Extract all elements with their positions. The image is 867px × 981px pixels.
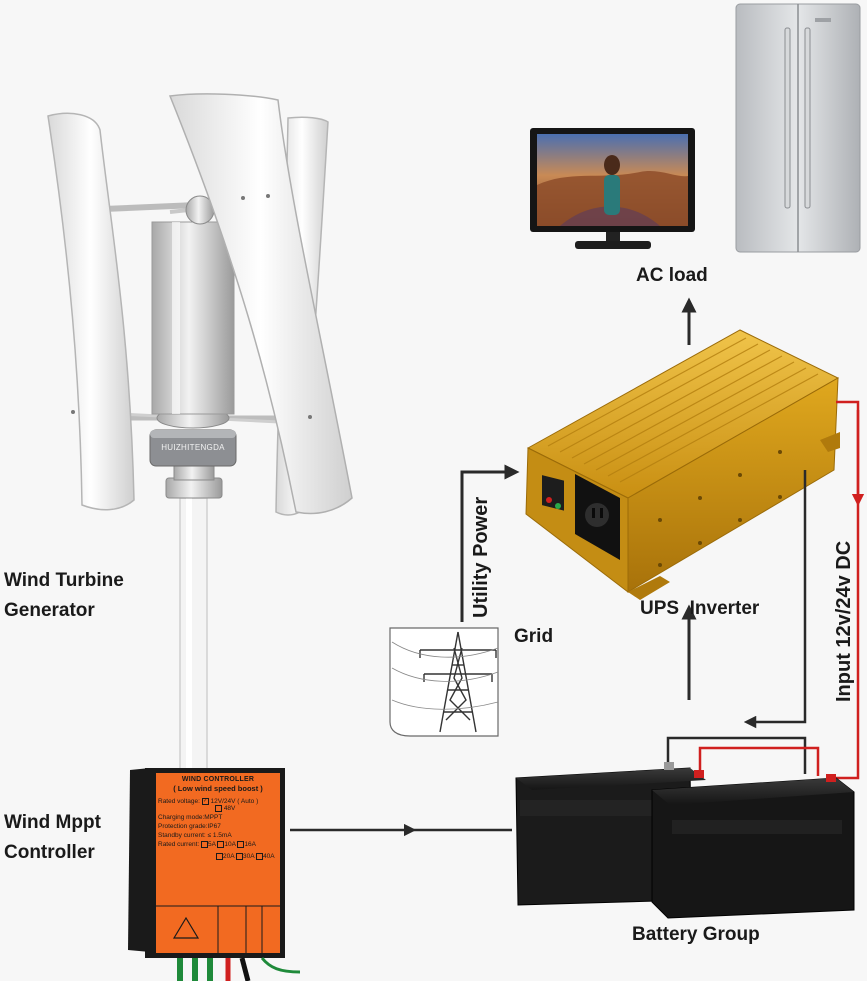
current-option: 40A: [263, 852, 275, 860]
label-utility-power: Utility Power: [470, 496, 492, 618]
current-box: [256, 852, 264, 860]
rated-voltage-label: Rated voltage:: [158, 798, 200, 806]
current-box: [217, 841, 225, 849]
controller-title: WIND CONTROLLER: [181, 776, 255, 783]
voltage-checkbox-2: [215, 805, 222, 813]
rated-current-row-1: Rated current: 5A 10A 16A: [158, 841, 278, 849]
protection-grade: Protection grade:IP67: [158, 823, 221, 831]
label-battery-group: Battery Group: [632, 924, 760, 945]
charging-mode: Charging mode:MPPT: [158, 814, 223, 822]
label-wind-turbine: Wind Turbine: [4, 570, 124, 591]
refrigerator: [735, 3, 861, 253]
current-box: [216, 852, 223, 860]
ups-inverter: [525, 329, 840, 600]
label-ups-inverter: UPS Inverter: [640, 598, 760, 619]
arrow-utility-power: [460, 464, 520, 622]
current-option: 20A: [223, 852, 235, 860]
current-option: 16A: [244, 841, 257, 849]
current-option: 30A: [243, 852, 255, 860]
rated-voltage-row: Rated voltage: ✓ 12V/24V ( Auto ): [158, 798, 278, 805]
current-box: [236, 852, 244, 860]
voltage-option-2: 48V: [223, 805, 236, 813]
wire-red-dc-input: [828, 400, 860, 780]
current-option: 5A: [208, 841, 216, 849]
tv-monitor: [530, 128, 695, 249]
wind-mppt-controller: [128, 768, 301, 981]
controller-text-block: WIND CONTROLLER ( Low wind speed boost )…: [158, 776, 278, 860]
blade-left: [47, 112, 135, 511]
grid-pylon: [389, 627, 499, 737]
standby-current: Standby current: ≤ 1.5mA: [158, 832, 232, 840]
label-grid: Grid: [514, 626, 554, 647]
current-option: 10A: [224, 841, 236, 849]
label-ac-load: AC load: [636, 265, 708, 286]
battery-group: [515, 736, 855, 919]
label-input-dc: Input 12v/24v DC: [833, 540, 855, 702]
label-wind-mppt: Wind Mppt: [4, 812, 101, 833]
label-controller: Controller: [4, 842, 95, 863]
rated-current-label: Rated current:: [158, 841, 200, 849]
voltage-option-1: 12V/24V ( Auto ): [210, 798, 259, 806]
turbine-brand-label: HUIZHITENGDA: [161, 443, 225, 452]
rated-current-row-2: 20A 30A 40A: [216, 852, 278, 860]
voltage-option-2-row: 48V: [215, 805, 278, 812]
label-generator: Generator: [4, 600, 95, 621]
voltage-checkbox-1: ✓: [201, 798, 209, 805]
rotor-shaft: [151, 221, 235, 415]
turbine-mast: [179, 497, 208, 779]
current-box: [237, 841, 245, 849]
blade-front: [168, 93, 353, 515]
controller-subtitle: ( Low wind speed boost ): [173, 784, 263, 793]
current-box: [201, 841, 208, 849]
wind-turbine: [47, 93, 353, 779]
wire-dark-to-battery: [743, 470, 807, 729]
